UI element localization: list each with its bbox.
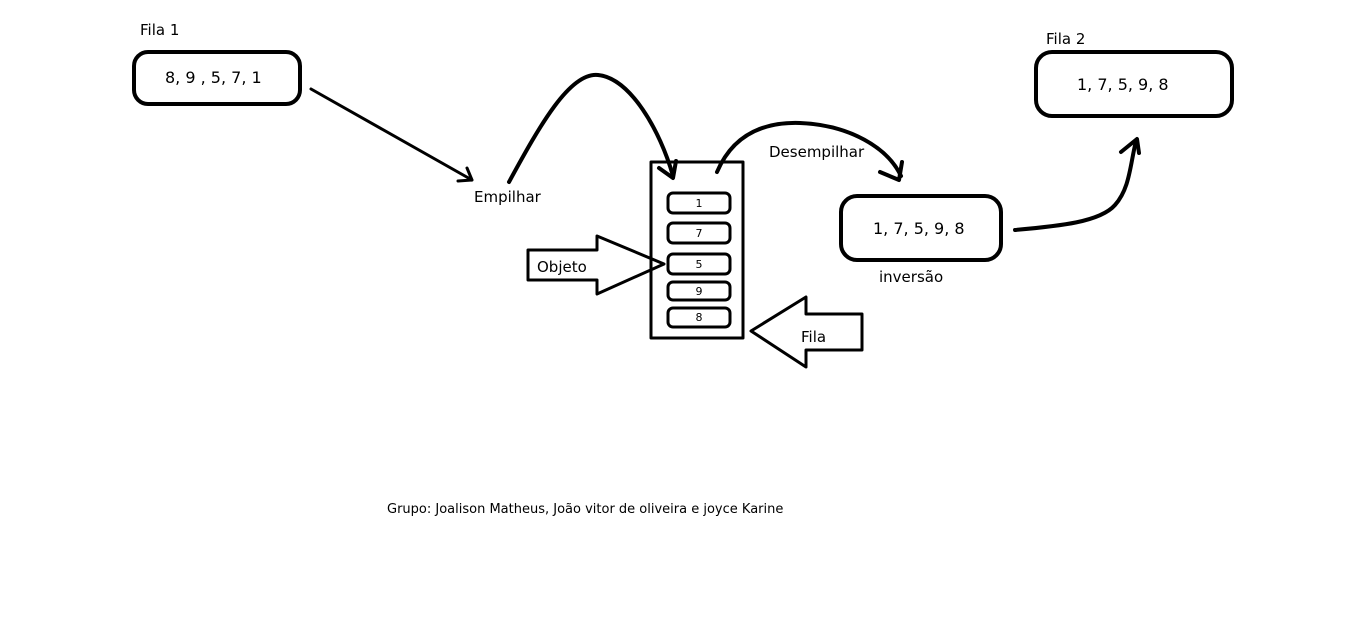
queue-label: Fila bbox=[801, 328, 826, 346]
stack-item-2: 7 bbox=[696, 227, 703, 240]
stack-slot-2 bbox=[666, 221, 732, 245]
push-arrow bbox=[309, 87, 474, 183]
credits-text: Grupo: Joalison Matheus, João vitor de o… bbox=[387, 502, 783, 517]
queue2-box bbox=[1034, 50, 1234, 118]
push-curve-arrowhead bbox=[657, 159, 678, 180]
stack-container bbox=[649, 160, 745, 340]
push-curve-arrow bbox=[507, 72, 675, 184]
pop-label: Desempilhar bbox=[769, 143, 865, 161]
inverted-label: inversão bbox=[879, 268, 943, 286]
stack-item-5: 8 bbox=[696, 311, 703, 324]
push-label: Empilhar bbox=[474, 188, 542, 206]
stack-item-4: 9 bbox=[696, 285, 703, 298]
stack-slot-3 bbox=[666, 252, 732, 276]
stack-items: 1 7 5 9 8 bbox=[666, 191, 732, 329]
stack-slot-5 bbox=[666, 306, 732, 329]
inverted-values: 1, 7, 5, 9, 8 bbox=[873, 219, 965, 238]
queue1-box bbox=[132, 50, 302, 106]
queue1-label: Fila 1 bbox=[140, 21, 179, 39]
output-curve-arrow bbox=[1013, 139, 1138, 232]
object-label: Objeto bbox=[537, 258, 587, 276]
pop-curve-arrow bbox=[715, 120, 903, 178]
stack-slot-1 bbox=[666, 191, 732, 215]
inverted-box bbox=[839, 194, 1003, 262]
stack-item-1: 1 bbox=[696, 197, 703, 210]
stack-item-3: 5 bbox=[696, 258, 703, 271]
queue2-label: Fila 2 bbox=[1046, 30, 1085, 48]
pop-curve-arrowhead bbox=[878, 160, 904, 182]
output-curve-arrowhead bbox=[1119, 137, 1141, 155]
queue2-values: 1, 7, 5, 9, 8 bbox=[1077, 75, 1169, 94]
stack-slot-4 bbox=[666, 280, 732, 302]
queue1-values: 8, 9 , 5, 7, 1 bbox=[165, 68, 262, 87]
queue-block-arrow bbox=[749, 295, 864, 369]
object-block-arrow bbox=[526, 234, 666, 296]
